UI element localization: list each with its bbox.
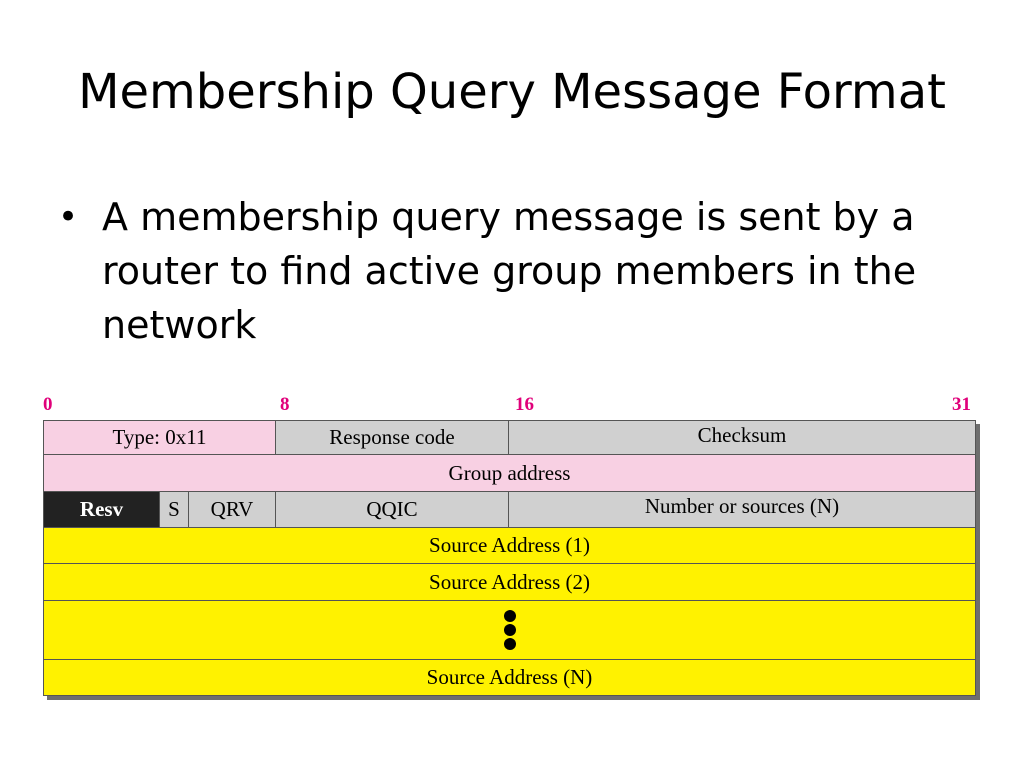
source-address-2-field: Source Address (2)	[43, 563, 976, 601]
vertical-ellipsis-dot-icon	[503, 610, 516, 622]
s-flag-field: S	[159, 491, 189, 528]
ellipsis-row	[43, 600, 976, 660]
bit-label-8: 8	[280, 394, 290, 415]
packet-format-diagram: Type: 0x11 Response code Checksum Group …	[43, 420, 976, 696]
number-of-sources-field: Number or sources (N)	[508, 491, 976, 528]
bullet-text: A membership query message is sent by a …	[102, 195, 917, 347]
vertical-ellipsis-dot-icon	[503, 624, 516, 636]
bit-label-16: 16	[515, 394, 534, 415]
resv-field: Resv	[43, 491, 160, 528]
bit-label-31: 31	[952, 394, 971, 415]
bullet-dot-icon: •	[58, 197, 79, 237]
qqic-field: QQIC	[275, 491, 509, 528]
checksum-field: Checksum	[508, 420, 976, 455]
bit-label-0: 0	[43, 394, 53, 415]
slide-title: Membership Query Message Format	[78, 64, 946, 120]
bit-position-labels: 0 8 16 31	[0, 393, 1024, 417]
response-code-field: Response code	[275, 420, 509, 455]
source-address-n-field: Source Address (N)	[43, 659, 976, 696]
vertical-ellipsis-dot-icon	[503, 638, 516, 650]
qrv-field: QRV	[188, 491, 276, 528]
source-address-1-field: Source Address (1)	[43, 527, 976, 564]
group-address-field: Group address	[43, 454, 976, 492]
type-field: Type: 0x11	[43, 420, 276, 455]
